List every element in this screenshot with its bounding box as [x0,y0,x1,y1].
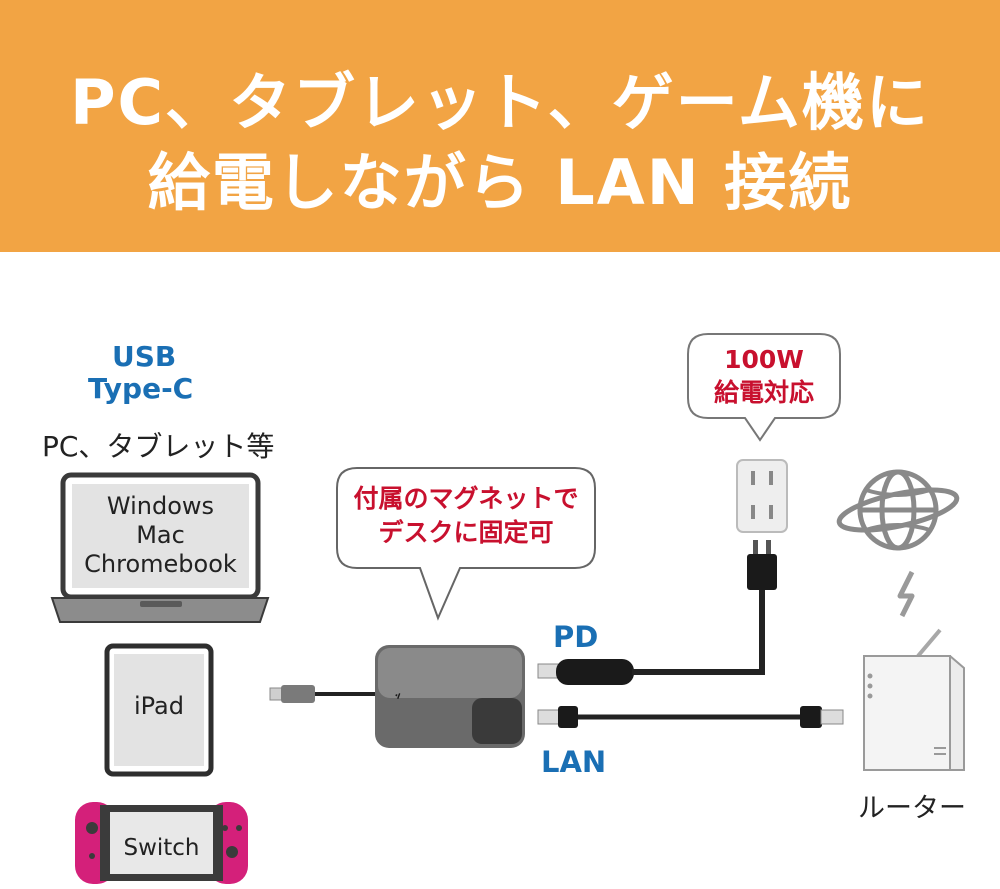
lan-adapter-device: ꜙ [375,645,525,748]
laptop-os-mac: Mac [136,521,185,549]
lan-cable [537,706,844,728]
console-label: Switch [123,835,200,861]
signal-bolt-icon [897,570,915,618]
globe-icon [836,469,960,551]
header-banner [0,0,1000,252]
power-callout-line2: 給電対応 [713,378,814,407]
magnet-callout-line2: デスクに固定可 [378,518,554,547]
router-icon [863,628,965,771]
laptop-icon [50,472,270,623]
tablet-icon [104,643,214,777]
power-callout-bubble [687,333,841,442]
lan-label: LAN [541,745,607,779]
laptop-os-chromebook: Chromebook [84,550,237,578]
router-label: ルーター [858,793,966,824]
headline-line-2: 給電しながら LAN 接続 [147,146,853,219]
headline-line-1: PC、タブレット、ゲーム機に [70,66,930,139]
connection-diagram: ꜙ [50,333,965,884]
usb-label-line2: Type-C [88,372,194,405]
laptop-os-windows: Windows [106,492,215,520]
pd-cable [537,588,765,685]
power-callout-text: 100W 給電対応 [688,343,840,409]
usb-c-cable [269,685,380,703]
game-console-icon [75,802,248,884]
magnet-callout-bubble [336,467,596,621]
tablet-label: iPad [133,692,184,720]
usb-label-line1: USB [112,340,177,373]
power-callout-line1: 100W [724,345,804,374]
magnet-callout-text: 付属のマグネットで デスクに固定可 [337,482,595,550]
pd-label: PD [553,620,599,654]
laptop-os-list: Windows Mac Chromebook [72,492,249,579]
wall-outlet-icon [736,459,788,590]
magnet-callout-line1: 付属のマグネットで [353,484,579,513]
devices-caption: PC、タブレット等 [42,430,275,463]
